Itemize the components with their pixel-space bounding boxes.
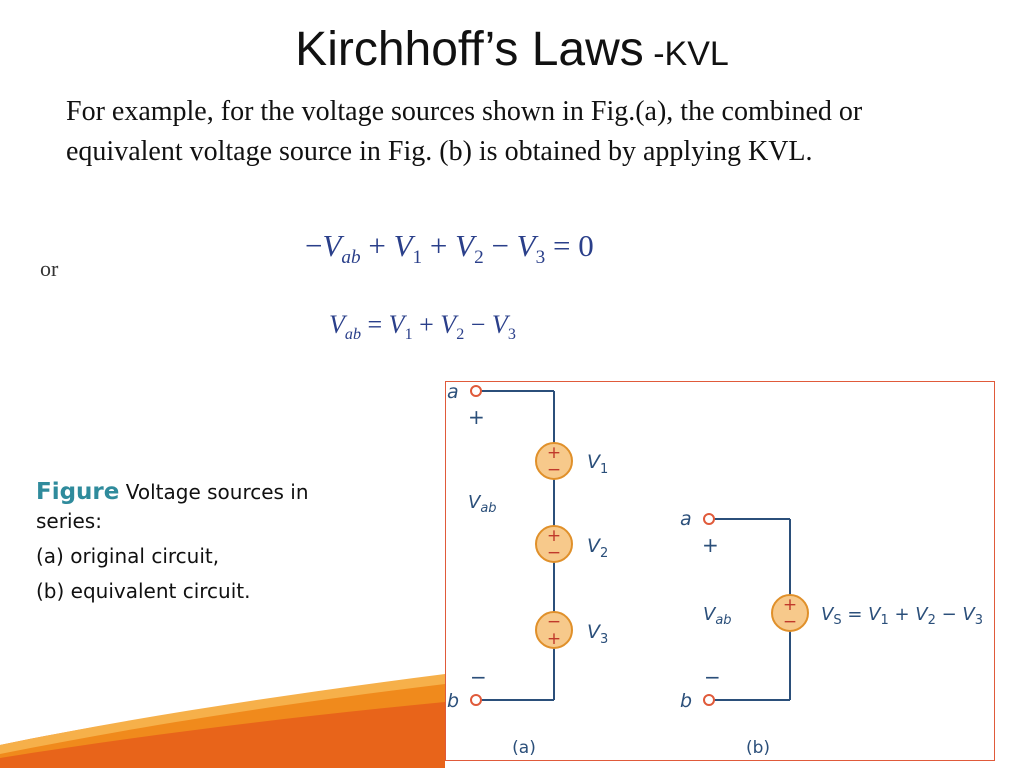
label-plus-a: + (468, 405, 485, 429)
terminal-a-circuit-b (703, 513, 715, 525)
eq1-eq0: = 0 (545, 228, 594, 263)
eq1-sub-ab: ab (341, 247, 361, 269)
label-v1: V1 (587, 451, 608, 477)
eq1-v3: V (516, 228, 536, 263)
source-v2: + − (535, 525, 573, 563)
label-plus-b: + (702, 533, 719, 557)
label-vab-b: Vab (703, 604, 732, 628)
label-node-b: b (447, 690, 459, 712)
caption-line-2: (a) original circuit, (36, 544, 220, 568)
svg-text:+: + (547, 629, 561, 649)
svg-text:−: − (547, 543, 561, 563)
svg-text:+: + (547, 526, 561, 546)
eq2-v2: V (440, 310, 457, 339)
eq2-sub1: 1 (404, 326, 413, 344)
svg-text:−: − (783, 612, 797, 632)
label-figure-b: (b) (746, 738, 770, 758)
source-vs: + − (771, 594, 809, 632)
label-v2: V2 (587, 535, 608, 561)
label-node-a-b: a (680, 508, 692, 530)
eq1-v2: V (455, 228, 475, 263)
terminal-b-circuit-a (470, 694, 482, 706)
title-sub: -KVL (643, 35, 729, 73)
label-minus-b: − (704, 665, 721, 689)
circuit-a-wires (481, 390, 791, 701)
svg-text:+: + (547, 443, 561, 463)
eq2-sub3: 3 (507, 326, 516, 344)
caption-line-1: Figure Voltage sources in series: (36, 478, 366, 536)
terminal-b-circuit-b (703, 694, 715, 706)
equation-vab: Vab = V1 + V2 − V3 (329, 310, 516, 344)
terminal-a-circuit-a (470, 385, 482, 397)
label-node-b-b: b (680, 690, 692, 712)
eq1-sub3: 3 (535, 247, 546, 269)
eq1-minus2: − (483, 228, 517, 263)
svg-text:+: + (783, 595, 797, 615)
eq2-v: V (329, 310, 345, 339)
label-vab-a: Vab (468, 492, 497, 516)
eq2-sub2: 2 (456, 326, 465, 344)
eq1-v1: V (393, 228, 413, 263)
figure-caption: Figure Voltage sources in series: (a) or… (36, 478, 366, 612)
label-vs-equation: VS = V1 + V2 − V3 (821, 604, 983, 628)
swoosh-light-band (0, 674, 445, 754)
svg-text:−: − (547, 460, 561, 480)
circuit-labels: a + Vab − b V1 V2 V3 a + Vab − b VS = V1… (447, 382, 983, 758)
decorative-swoosh (0, 674, 445, 768)
title-main: Kirchhoff’s Laws (295, 23, 644, 76)
source-v1: + − (535, 442, 573, 480)
label-node-a: a (447, 382, 459, 403)
eq1-plus1: + (360, 228, 394, 263)
circuit-diagram: + − + − − + + − a + Vab − b V1 V2 V3 a (447, 382, 983, 758)
eq2-minus2: − (464, 310, 492, 339)
eq1-sub1: 1 (412, 247, 423, 269)
swoosh-dark-band (0, 702, 445, 768)
eq2-plus2: + (412, 310, 441, 339)
circuit-figure: + − + − − + + − a + Vab − b V1 V2 V3 a (445, 381, 995, 761)
equation-kvl: −Vab + V1 + V2 − V3 = 0 (305, 228, 594, 269)
eq1-v: V (322, 228, 342, 263)
svg-text:−: − (547, 612, 561, 632)
caption-text-1: Voltage sources in series: (36, 480, 309, 533)
eq1-plus2: + (422, 228, 456, 263)
label-v3: V3 (587, 621, 608, 647)
source-v3: − + (535, 611, 573, 649)
slide-title: Kirchhoff’s Laws -KVL (0, 22, 1024, 77)
eq2-v1: V (388, 310, 405, 339)
eq2-eq: = (361, 310, 389, 339)
or-text: or (40, 256, 59, 281)
eq2-sub-ab: ab (344, 326, 361, 344)
body-paragraph: For example, for the voltage sources sho… (66, 96, 863, 167)
eq1-minus: − (305, 228, 323, 263)
eq1-sub2: 2 (474, 247, 484, 269)
caption-figure-word: Figure (36, 479, 120, 505)
label-figure-a: (a) (512, 738, 536, 758)
eq2-v3: V (491, 310, 508, 339)
label-minus-a: − (470, 665, 487, 689)
caption-line-3: (b) equivalent circuit. (36, 579, 251, 603)
